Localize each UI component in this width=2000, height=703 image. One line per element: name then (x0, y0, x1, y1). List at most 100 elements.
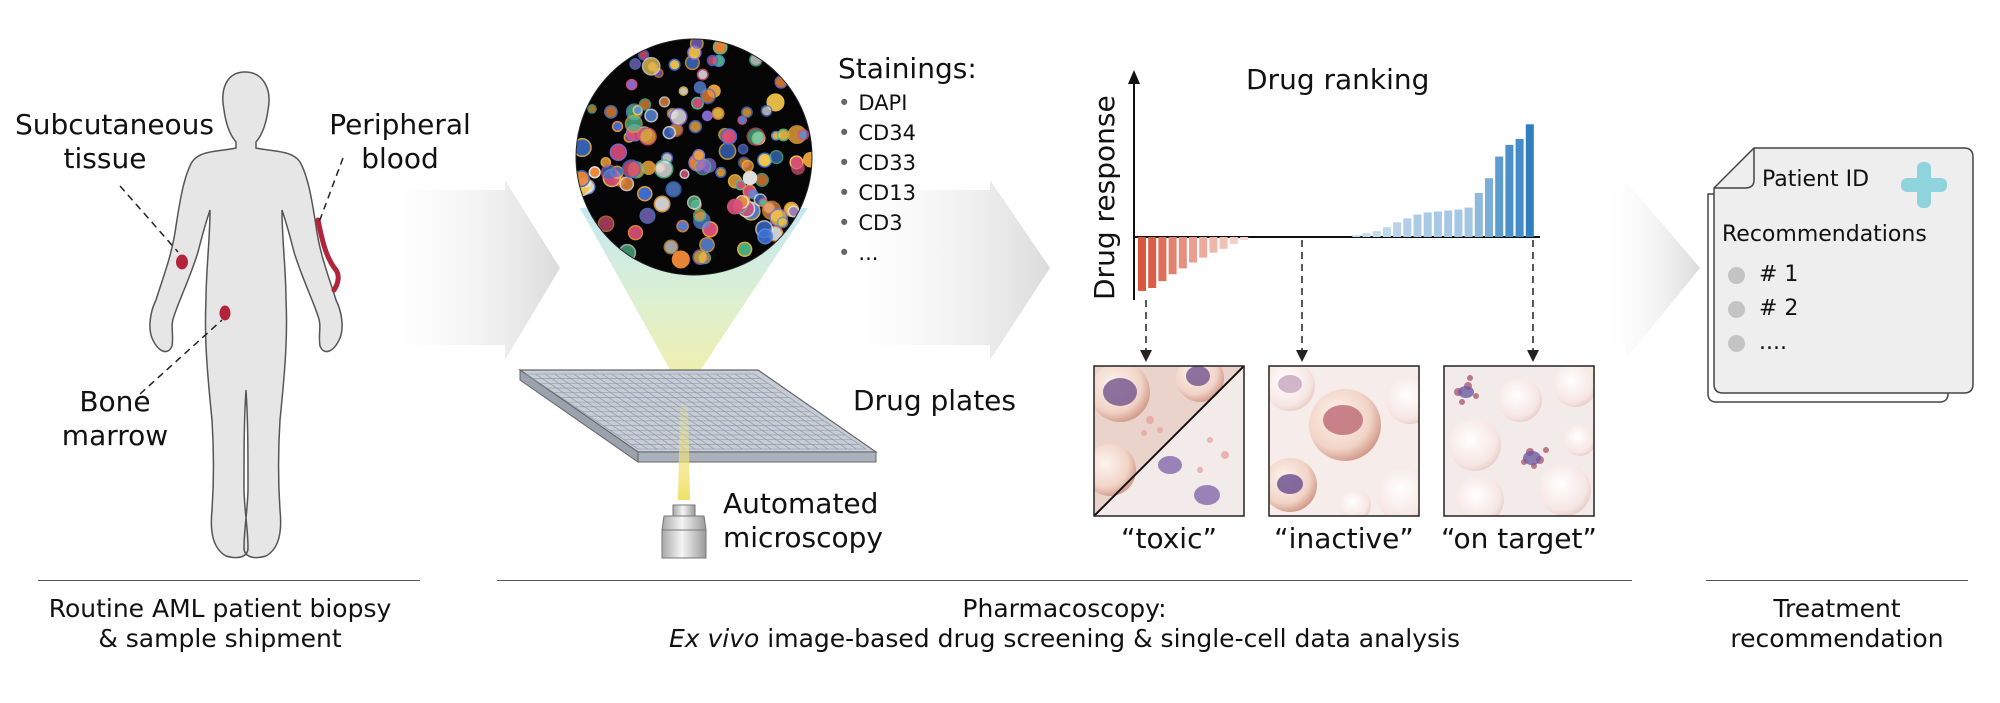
stained-cell (604, 105, 618, 119)
stained-cell (760, 104, 773, 117)
chart-bar (1464, 207, 1473, 237)
stained-cell (686, 195, 702, 210)
bullet-icon (1728, 300, 1745, 318)
chart-bar (1372, 231, 1381, 237)
stained-cell (588, 166, 601, 179)
chart-bar (1485, 178, 1493, 237)
chart-bar (1178, 237, 1187, 269)
stained-cell (696, 68, 709, 81)
chart-bar (1393, 222, 1402, 237)
caption-biopsy: Routine AML patient biopsy& sample shipm… (48, 594, 392, 653)
staining-item: CD3 (838, 208, 916, 238)
stained-cell (699, 88, 716, 105)
chart-bar (1495, 156, 1504, 237)
stained-cell (791, 161, 805, 175)
stained-cell (641, 56, 661, 76)
outcome-label-on-target: “on target” (1441, 522, 1597, 555)
stainings-list: DAPI CD34 CD33 CD13 CD3 ... (838, 88, 916, 268)
stainings-title: Stainings: (838, 52, 977, 85)
bullet-icon (1728, 334, 1745, 352)
microscope-objective-icon (661, 504, 707, 559)
stained-cell (576, 137, 592, 158)
stained-cell (576, 170, 590, 188)
chart-bar (1413, 214, 1422, 237)
stained-cell (654, 159, 674, 179)
stained-cell (754, 172, 769, 187)
stained-cell (776, 216, 789, 229)
stained-cell (665, 181, 682, 198)
stained-cell (679, 169, 690, 180)
stained-cell (691, 96, 704, 110)
stained-cell (742, 170, 758, 186)
chart-bar (1168, 237, 1177, 275)
stained-cell (699, 236, 715, 253)
recommendation-item: .... (1728, 326, 1798, 360)
chart-bar (1474, 192, 1483, 237)
drug-ranking-bars (1138, 124, 1534, 291)
stained-cell (757, 228, 774, 245)
staining-item: ... (838, 238, 916, 268)
stained-cell (720, 128, 738, 145)
staining-item: DAPI (838, 88, 916, 118)
chart-bar (1148, 237, 1157, 288)
chart-bar (1219, 237, 1228, 249)
inactive-cells-image (1269, 366, 1419, 516)
stained-cell (662, 125, 677, 140)
outcome-label-inactive: “inactive” (1274, 522, 1414, 555)
stained-cell (693, 81, 707, 94)
stained-cell (668, 58, 681, 71)
chart-bar (1158, 237, 1167, 282)
recommendation-document (1707, 147, 1974, 403)
chart-bar (1423, 212, 1432, 237)
chart-bar (1433, 211, 1442, 237)
stained-cell (653, 195, 671, 213)
stained-cell (644, 108, 659, 123)
stained-cell (706, 54, 719, 67)
y-axis-label: Drug response (1088, 95, 1121, 300)
recommendation-item: # 2 (1728, 292, 1798, 326)
staining-item: CD33 (838, 148, 916, 178)
chart-title: Drug ranking (1246, 63, 1430, 96)
chart-bar (1505, 144, 1514, 237)
chart-bar (1199, 237, 1208, 258)
stained-cell (693, 208, 707, 222)
chart-bar (1454, 209, 1463, 237)
stained-cell (609, 143, 628, 162)
chart-bar (1515, 139, 1524, 237)
recommendations-title: Recommendations (1722, 222, 1927, 247)
stained-cell (726, 198, 743, 215)
chart-bar (1362, 233, 1371, 237)
drug-plates-label: Drug plates (853, 384, 1016, 417)
stained-cell (658, 96, 671, 108)
bullet-icon (1728, 266, 1745, 284)
divider-panel-3 (1706, 580, 1968, 581)
chart-bar (1525, 124, 1534, 237)
patient-id-label: Patient ID (1762, 167, 1870, 192)
flow-arrow-1 (365, 180, 560, 360)
stained-cell (797, 128, 810, 141)
stained-cell (737, 241, 753, 257)
chart-bar (1444, 210, 1453, 237)
chart-bar (1240, 237, 1249, 240)
stained-cell (624, 114, 643, 133)
stained-cell (737, 143, 749, 155)
stained-cell (688, 119, 703, 134)
caption-pharmacoscopy: Pharmacoscopy: Ex vivo image-based drug … (668, 594, 1461, 653)
stained-cell (611, 120, 624, 133)
light-beam (678, 405, 690, 500)
stained-cell (671, 250, 690, 269)
stained-cell (663, 239, 679, 255)
stained-cell (718, 142, 737, 160)
drug-plate-icon (518, 369, 878, 463)
stained-cell (712, 39, 728, 55)
stained-cell (600, 164, 618, 181)
recommendations-list: # 1 # 2 .... (1728, 258, 1798, 360)
stained-cell (769, 150, 784, 165)
chart-bar (1382, 227, 1391, 237)
chart-bar (1403, 218, 1412, 237)
stained-cell (638, 127, 657, 146)
